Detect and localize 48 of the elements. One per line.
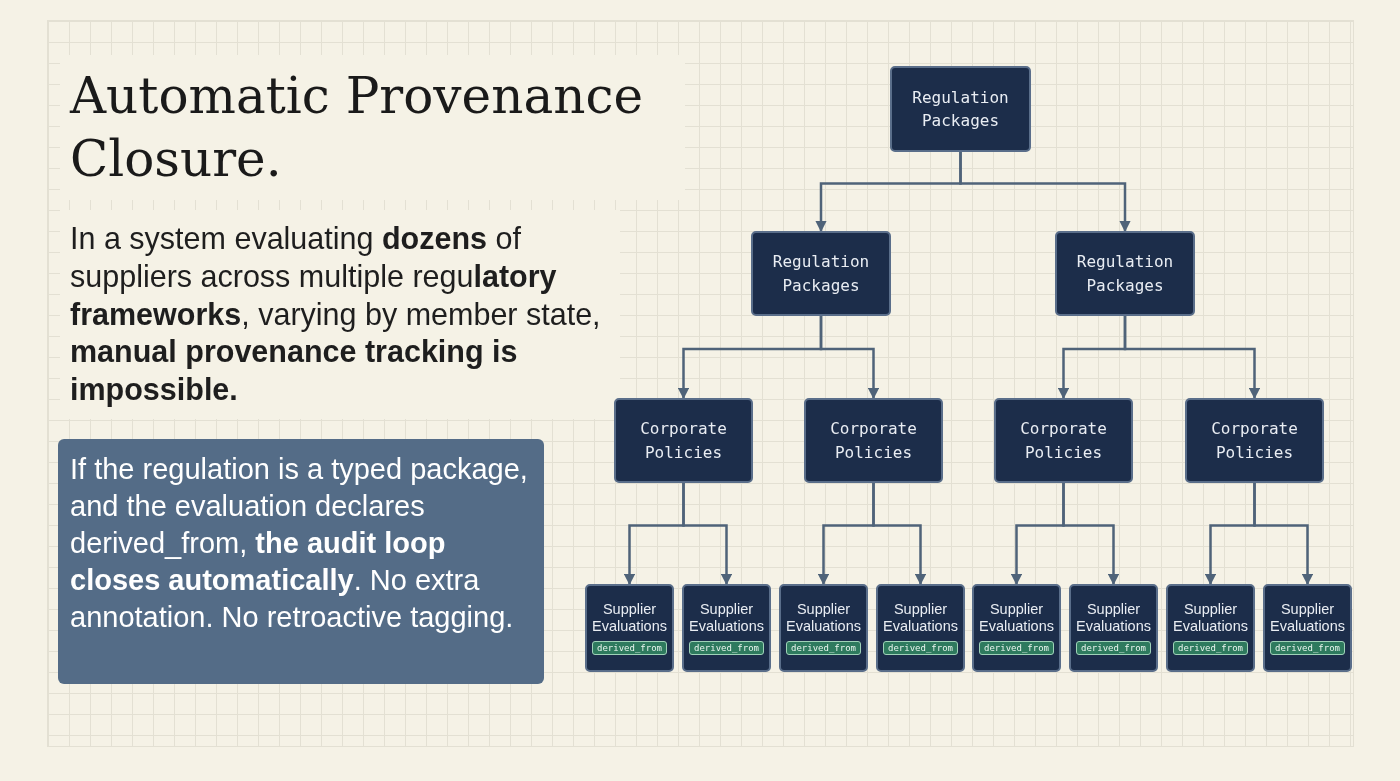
box-label: Corporate Policies	[639, 418, 728, 464]
intro-paragraph: In a system evaluating dozens of suppliers across multiple regulatory frameworks, varying by member state, manual provenance tracking is impossible.	[60, 210, 620, 420]
evaluation-box	[585, 584, 674, 672]
box-label: Corporate Policies	[829, 418, 918, 464]
callout-box: If the regulation is a typed package, and the evaluation declares derived_from, the audit loop closes automatically. No extra annotation. No retroactive tagging.	[58, 439, 544, 684]
box-label: Supplier Evaluations	[978, 600, 1055, 635]
code-tag: derived_from	[1173, 641, 1248, 656]
process-box	[614, 398, 753, 483]
arrow	[959, 152, 1131, 233]
code-tag: derived_from	[786, 641, 861, 656]
code-tag: derived_from	[592, 641, 667, 656]
evaluation-box	[1069, 584, 1158, 672]
process-box	[804, 398, 943, 483]
arrow	[682, 483, 733, 586]
code-tag: derived_from	[979, 641, 1054, 656]
evaluation-box	[682, 584, 771, 672]
evaluation-box	[1166, 584, 1255, 672]
arrow	[1123, 316, 1261, 400]
box-label: Supplier Evaluations	[882, 600, 959, 635]
process-box	[1185, 398, 1324, 483]
box-label: Corporate Policies	[1019, 418, 1108, 464]
process-box	[994, 398, 1133, 483]
evaluation-box	[779, 584, 868, 672]
evaluation-box	[972, 584, 1061, 672]
evaluation-box	[1263, 584, 1352, 672]
arrow	[819, 316, 880, 400]
process-box	[890, 66, 1031, 152]
box-label: Supplier Evaluations	[785, 600, 862, 635]
code-tag: derived_from	[1270, 641, 1345, 656]
arrow	[1062, 483, 1120, 586]
box-label: Regulation Packages	[771, 251, 871, 297]
box-label: Regulation Packages	[1075, 251, 1175, 297]
evaluation-box	[876, 584, 965, 672]
arrow	[1253, 483, 1314, 586]
box-label: Supplier Evaluations	[1075, 600, 1152, 635]
box-label: Supplier Evaluations	[1269, 600, 1346, 635]
process-box	[751, 231, 891, 316]
title: Automatic Provenance Closure.	[60, 55, 685, 200]
box-label: Supplier Evaluations	[591, 600, 668, 635]
code-tag: derived_from	[883, 641, 958, 656]
code-tag: derived_from	[1076, 641, 1151, 656]
code-tag: derived_from	[689, 641, 764, 656]
box-label: Supplier Evaluations	[688, 600, 765, 635]
arrow	[872, 483, 927, 586]
box-label: Corporate Policies	[1210, 418, 1299, 464]
box-label: Supplier Evaluations	[1172, 600, 1249, 635]
box-label: Regulation Packages	[911, 86, 1010, 132]
process-box	[1055, 231, 1195, 316]
